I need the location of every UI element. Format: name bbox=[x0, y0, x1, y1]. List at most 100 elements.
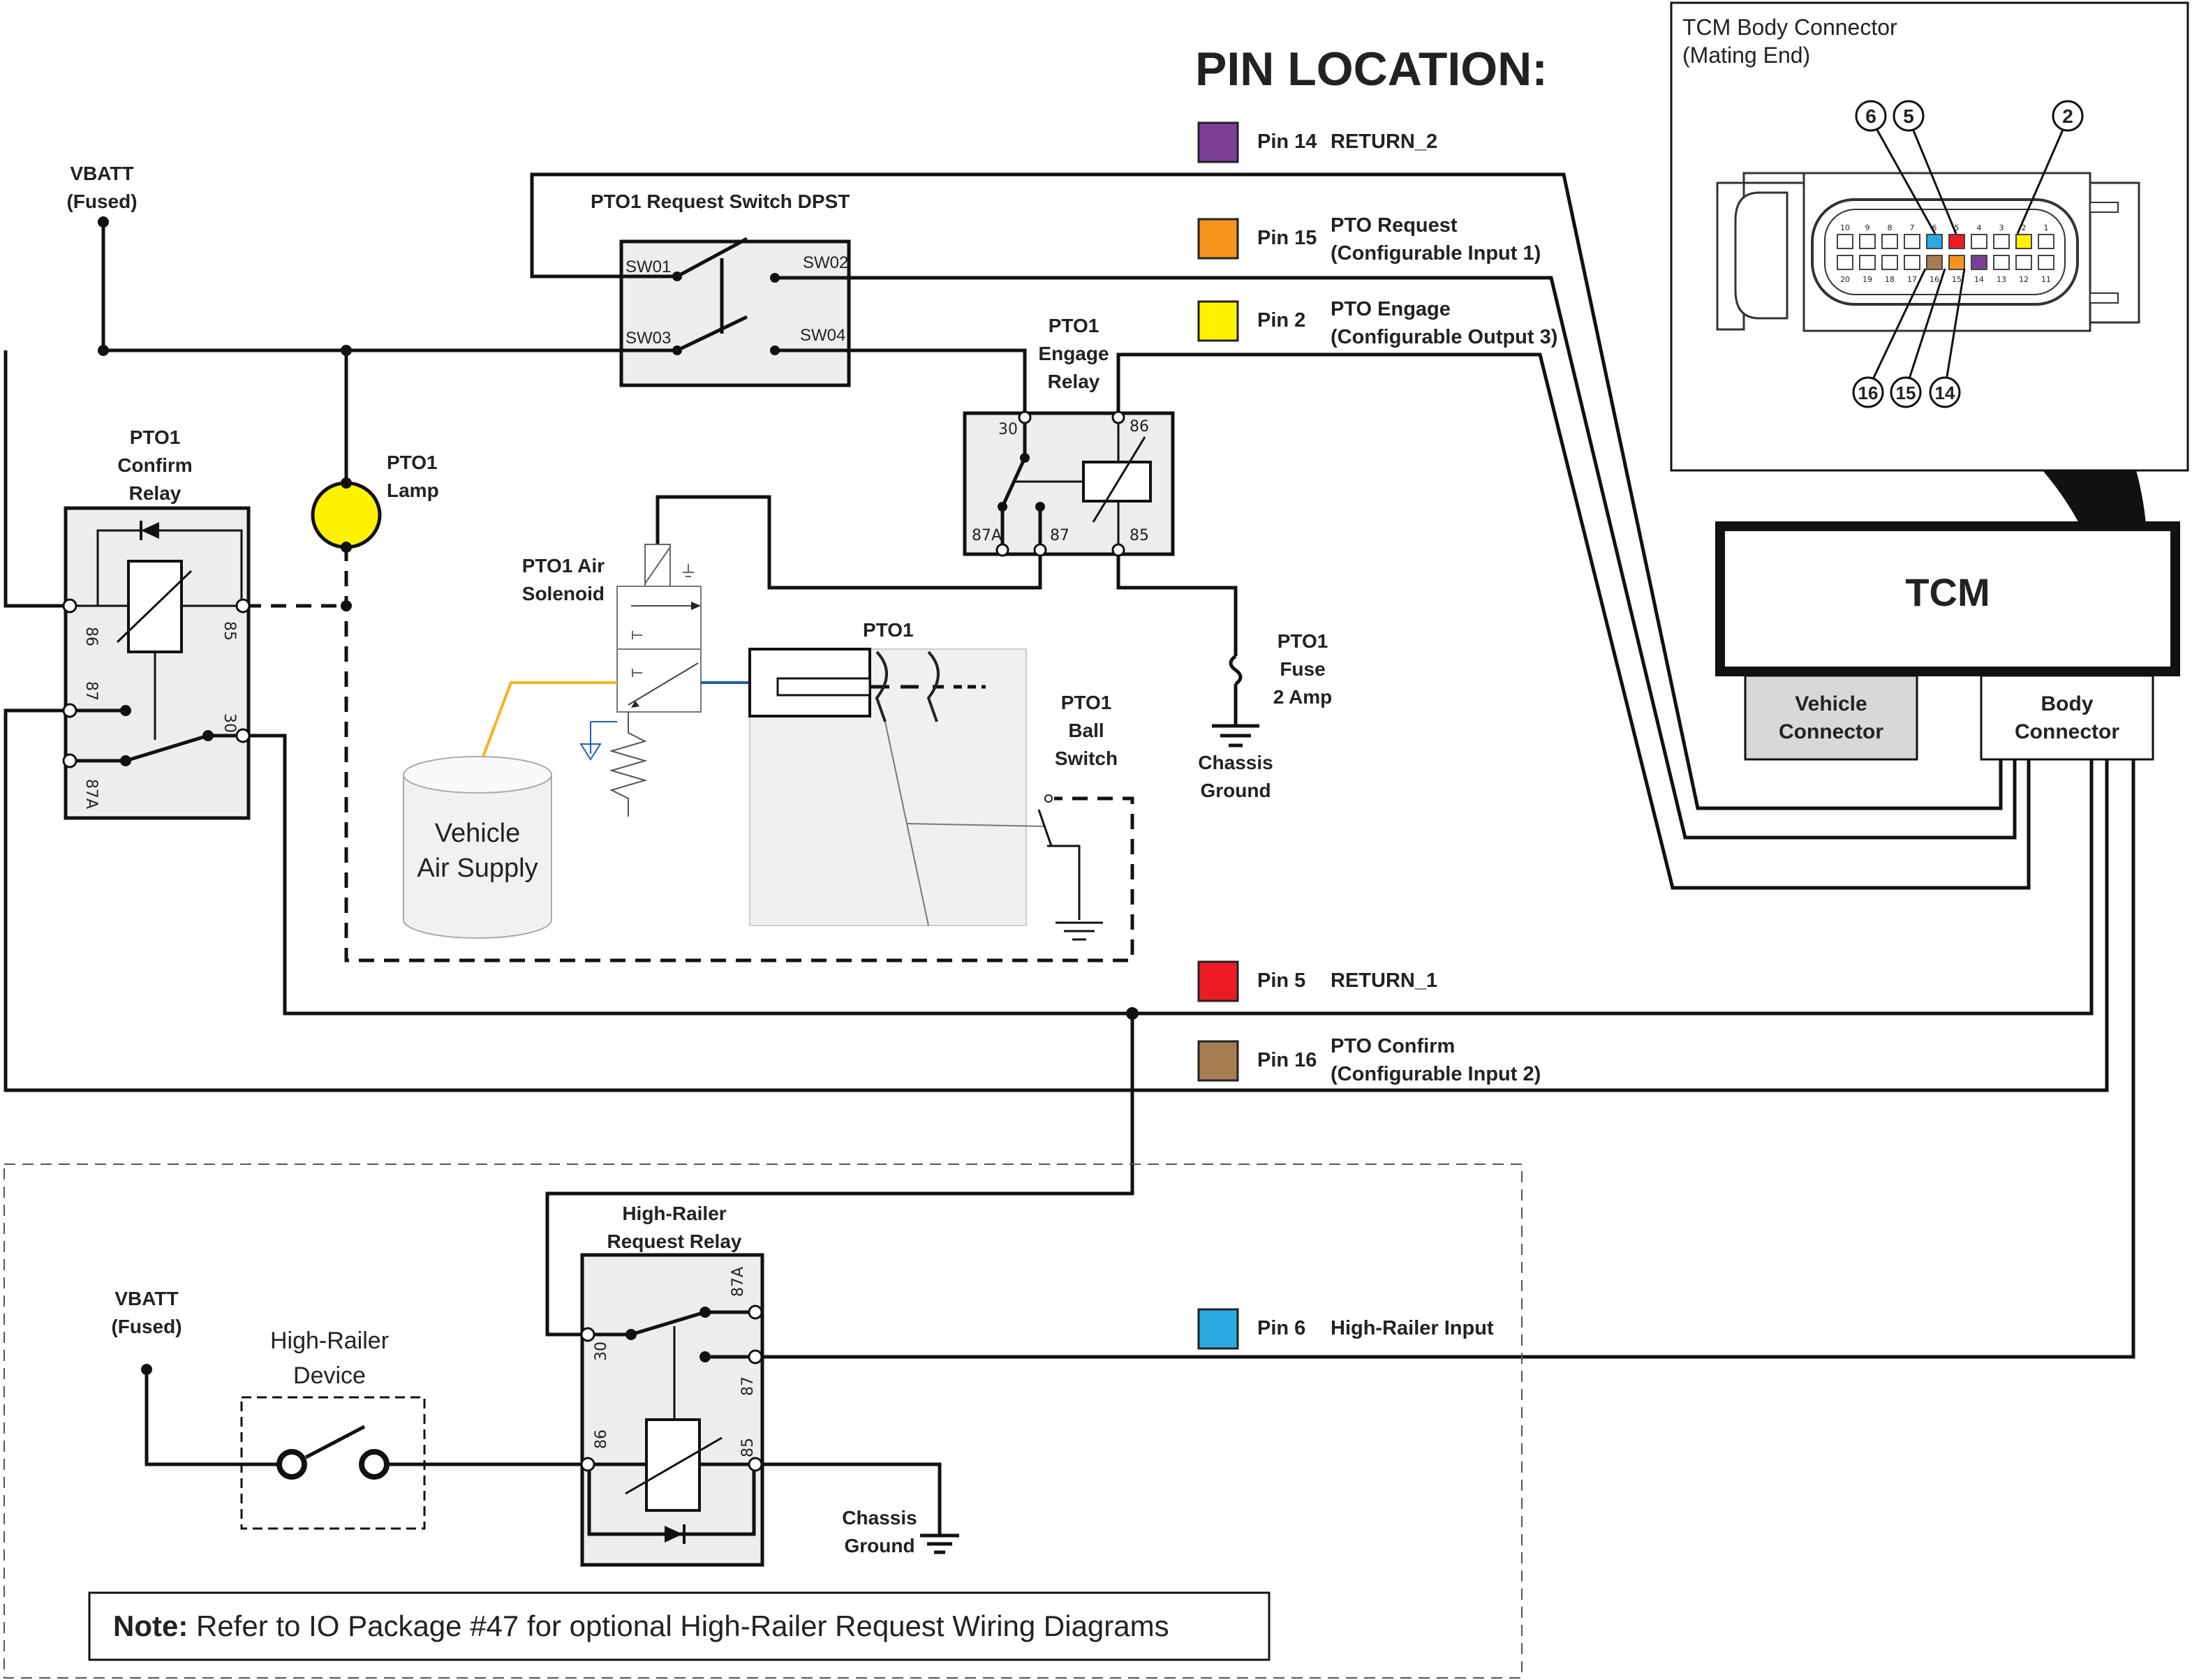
legend-pin-6: Pin 6 High-Railer Input bbox=[1197, 1308, 1494, 1350]
wires bbox=[3, 172, 2135, 1534]
callout-15: 15 bbox=[1890, 268, 1946, 408]
pto-unit: PTO1 bbox=[748, 619, 1046, 926]
vbatt-sub-bottom: (Fused) bbox=[111, 1316, 182, 1337]
cavity-number-15: 15 bbox=[1952, 275, 1962, 284]
pin-15-swatch bbox=[1197, 218, 1239, 260]
wire-pin15-request bbox=[846, 276, 2017, 840]
wire-return1-to-hr30 bbox=[545, 1013, 1134, 1337]
pto-fuse: PTO1 Fuse 2 Amp bbox=[1229, 630, 1332, 708]
air-supply-label-2: Air Supply bbox=[417, 854, 538, 883]
engage-pin-30: 30 bbox=[998, 421, 1018, 438]
vehicle-connector bbox=[1744, 674, 1918, 761]
tcm-box bbox=[1715, 521, 2180, 676]
cavity-18 bbox=[1881, 255, 1898, 270]
ground-bottom-label-2: Ground bbox=[844, 1535, 914, 1556]
wire-engage85-to-fuse bbox=[1116, 551, 1238, 656]
callout-5-label: 5 bbox=[1903, 105, 1914, 127]
engage-pin-87a: 87A bbox=[972, 527, 1002, 544]
callout-16-label: 16 bbox=[1858, 382, 1879, 403]
ball-switch-label-1: PTO1 bbox=[1061, 692, 1112, 713]
engage-pin-85: 85 bbox=[1130, 527, 1149, 544]
wire-pin14-return2 bbox=[530, 172, 2003, 810]
solenoid-label-1: PTO1 Air bbox=[522, 555, 605, 577]
note-text: Note: Refer to IO Package #47 for option… bbox=[113, 1610, 1169, 1642]
cavity-number-10: 10 bbox=[1840, 223, 1850, 232]
engage-relay: PTO1 Engage Relay 30 86 87A 87 85 bbox=[963, 315, 1175, 557]
pin-14-number: Pin 14 bbox=[1257, 131, 1317, 153]
vehicle-connector-label-1: Vehicle bbox=[1795, 692, 1867, 715]
legend-pin-14: Pin 14 RETURN_2 bbox=[1197, 121, 1437, 163]
callout-15-label: 15 bbox=[1896, 382, 1916, 403]
pin-2-swatch bbox=[1197, 300, 1239, 342]
pin-2-desc: (Configurable Output 3) bbox=[1331, 326, 1557, 348]
cavity-number-14: 14 bbox=[1974, 275, 1984, 284]
cavity-number-7: 7 bbox=[1910, 223, 1915, 232]
cavity-number-2: 2 bbox=[2022, 223, 2027, 232]
cavity-number-16: 16 bbox=[1930, 275, 1939, 284]
cavity-3 bbox=[1993, 234, 2010, 249]
vbatt-label-bottom: VBATT bbox=[114, 1288, 178, 1309]
ball-switch: PTO1 Ball Switch bbox=[1037, 692, 1118, 941]
pin-2-name: PTO Engage bbox=[1331, 298, 1451, 320]
air-solenoid: PTO1 Air Solenoid bbox=[477, 544, 750, 817]
cavity-number-11: 11 bbox=[2041, 275, 2051, 284]
solenoid-label-2: Solenoid bbox=[522, 583, 605, 604]
vbatt-sub-top: (Fused) bbox=[66, 191, 137, 212]
connector-inset-title: TCM Body Connector bbox=[1682, 15, 1897, 40]
hr-pin-87a: 87A bbox=[730, 1267, 747, 1297]
hr-device-label-1: High-Railer bbox=[270, 1328, 389, 1354]
cavity-19 bbox=[1859, 255, 1876, 270]
engage-pin-86: 86 bbox=[1130, 418, 1149, 436]
callout-16: 16 bbox=[1852, 268, 1927, 408]
pin-16-swatch bbox=[1197, 1040, 1239, 1082]
cavity-number-4: 4 bbox=[1977, 223, 1982, 232]
pin-16-name: PTO Confirm bbox=[1331, 1035, 1455, 1057]
hr-pin-30: 30 bbox=[593, 1341, 610, 1361]
callout-2-label: 2 bbox=[2062, 105, 2073, 127]
wire-pin2-engage bbox=[1116, 352, 2031, 890]
chassis-ground-top: Chassis Ground bbox=[1198, 724, 1273, 801]
callout-5: 5 bbox=[1893, 100, 1957, 235]
confirm-pin-87: 87 bbox=[82, 681, 100, 701]
callout-6-label: 6 bbox=[1865, 105, 1876, 127]
lamp-label-2: Lamp bbox=[387, 480, 439, 501]
confirm-pin-86: 86 bbox=[82, 627, 100, 646]
engage-relay-label-1: PTO1 bbox=[1049, 315, 1099, 336]
cavity-15 bbox=[1948, 255, 1965, 270]
hr-pin-85: 85 bbox=[739, 1438, 757, 1457]
pin-5-swatch bbox=[1197, 960, 1239, 1002]
confirm-relay-label-3: Relay bbox=[129, 482, 182, 504]
cavity-17 bbox=[1904, 255, 1920, 270]
cavity-number-12: 12 bbox=[2019, 275, 2029, 284]
cavity-4 bbox=[1971, 234, 1987, 249]
body-connector-label-2: Connector bbox=[2015, 720, 2119, 743]
cavity-8 bbox=[1881, 234, 1898, 249]
pin-legend: Pin 14 RETURN_2 Pin 15 PTO Request (Conf… bbox=[1197, 121, 1557, 1350]
body-connector-label-1: Body bbox=[2041, 692, 2094, 715]
engage-relay-label-2: Engage bbox=[1038, 343, 1109, 364]
cavity-number-8: 8 bbox=[1888, 223, 1893, 232]
cavity-number-17: 17 bbox=[1907, 275, 1917, 284]
ground-top-label-2: Ground bbox=[1200, 780, 1271, 801]
cavity-9 bbox=[1859, 234, 1876, 249]
sw03-label: SW03 bbox=[625, 329, 671, 348]
confirm-relay-label-2: Confirm bbox=[117, 454, 192, 476]
pin-15-desc: (Configurable Input 1) bbox=[1331, 242, 1541, 265]
junction-dots bbox=[98, 216, 1139, 1375]
hr-pin-86: 86 bbox=[593, 1429, 610, 1449]
chassis-ground-bottom: Chassis Ground bbox=[842, 1507, 959, 1556]
vehicle-connector-label-2: Connector bbox=[1779, 720, 1883, 743]
cavity-number-6: 6 bbox=[1932, 223, 1937, 232]
cavity-1 bbox=[2038, 234, 2054, 249]
engage-pin-87: 87 bbox=[1050, 527, 1069, 544]
note-bold: Note: bbox=[113, 1610, 188, 1642]
pin-6-name: High-Railer Input bbox=[1331, 1317, 1494, 1339]
cavity-10 bbox=[1837, 234, 1853, 249]
cavity-16 bbox=[1926, 255, 1943, 270]
fuse-label-1: PTO1 bbox=[1278, 630, 1328, 652]
note-body: Refer to IO Package #47 for optional Hig… bbox=[188, 1610, 1169, 1642]
request-switch-title: PTO1 Request Switch DPST bbox=[591, 191, 850, 212]
tcm-module: TCM Vehicle Connector Body Connector bbox=[1715, 521, 2180, 761]
